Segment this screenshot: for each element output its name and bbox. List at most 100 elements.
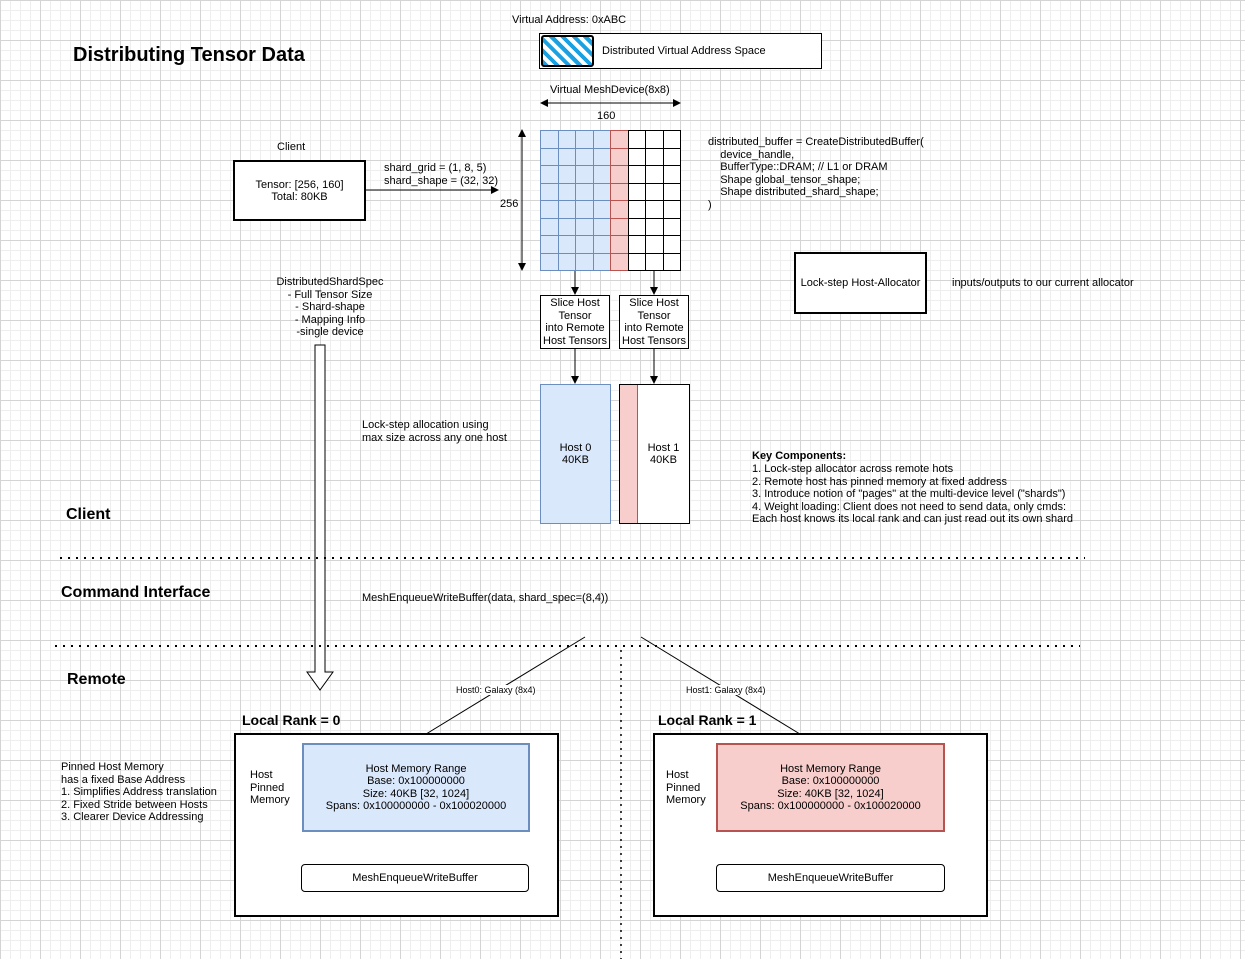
mesh-cell (645, 165, 664, 184)
client-caption: Client (277, 141, 306, 153)
mesh-height-label: 256 (500, 198, 519, 210)
command-text: MeshEnqueueWriteBuffer(data, shard_spec=… (362, 592, 609, 604)
mesh-cell (610, 235, 629, 254)
pinned-memory-note: Pinned Host Memory has a fixed Base Addr… (61, 761, 217, 823)
key-components-title: Key Components: (752, 450, 847, 462)
rank1-title: Local Rank = 1 (658, 712, 757, 728)
rank1-enqueue-button[interactable]: MeshEnqueueWriteBuffer (716, 864, 945, 892)
mesh-cell (610, 147, 629, 166)
mesh-cell (557, 147, 576, 166)
host0-box: Host 0 40KB (540, 384, 611, 524)
lockstep-allocator-box: Lock-step Host-Allocator (794, 252, 927, 314)
mesh-cell (627, 165, 646, 184)
page-title: Distributing Tensor Data (73, 44, 305, 66)
mesh-cell (540, 182, 559, 201)
mesh-cell (540, 252, 559, 271)
mesh-cell (575, 165, 594, 184)
mesh-cell (627, 252, 646, 271)
mesh-cell (592, 252, 611, 271)
mesh-cell (557, 200, 576, 219)
allocator-note: inputs/outputs to our current allocator (952, 277, 1134, 289)
rank1-memory-range: Host Memory Range Base: 0x100000000 Size… (716, 743, 945, 832)
mesh-cell (662, 200, 681, 219)
section-command-interface: Command Interface (61, 584, 211, 601)
mesh-cell (575, 200, 594, 219)
mesh-title: Virtual MeshDevice(8x8) (550, 84, 670, 96)
mesh-cell (592, 147, 611, 166)
host1-link-label: Host1: Galaxy (8x4) (686, 685, 766, 695)
mesh-cell (627, 147, 646, 166)
mesh-cell (540, 130, 559, 149)
mesh-cell (575, 147, 594, 166)
mesh-cell (627, 182, 646, 201)
mesh-width-label: 160 (597, 110, 616, 122)
mesh-cell (540, 200, 559, 219)
mesh-cell (627, 217, 646, 236)
mesh-cell (662, 165, 681, 184)
host0-link-label: Host0: Galaxy (8x4) (456, 685, 536, 695)
client-tensor-box: Tensor: [256, 160] Total: 80KB (233, 160, 366, 221)
virtual-address-space-label: Distributed Virtual Address Space (602, 45, 766, 57)
mesh-cell (627, 130, 646, 149)
mesh-cell (662, 147, 681, 166)
mesh-cell (610, 217, 629, 236)
mesh-cell (662, 235, 681, 254)
mesh-cell (540, 235, 559, 254)
rank0-container: Host Pinned Memory Host Memory Range Bas… (234, 733, 559, 917)
lockstep-note: Lock-step allocation using max size acro… (362, 419, 507, 444)
shard-spec-text: DistributedShardSpec - Full Tensor Size … (276, 276, 384, 338)
mesh-cell (575, 235, 594, 254)
rank0-enqueue-button[interactable]: MeshEnqueueWriteBuffer (301, 864, 529, 892)
virtual-address-space-box: Distributed Virtual Address Space (539, 33, 822, 69)
mesh-cell (592, 165, 611, 184)
host1-label: Host 1 40KB (647, 441, 680, 467)
mesh-cell (627, 200, 646, 219)
mesh-cell (662, 182, 681, 201)
mesh-cell (575, 217, 594, 236)
mesh-cell (610, 165, 629, 184)
mesh-cell (645, 235, 664, 254)
shard-params: shard_grid = (1, 8, 5) shard_shape = (32… (384, 162, 499, 187)
rank1-side-label: Host Pinned Memory (666, 769, 706, 806)
mesh-cell (610, 182, 629, 201)
rank1-container: Host Pinned Memory Host Memory Range Bas… (653, 733, 988, 917)
virtual-address-label: Virtual Address: 0xABC (512, 14, 627, 26)
mesh-cell (575, 130, 594, 149)
mesh-cell (540, 147, 559, 166)
slice-box-host1: Slice Host Tensor into Remote Host Tenso… (619, 295, 689, 349)
mesh-cell (645, 130, 664, 149)
mesh-cell (610, 252, 629, 271)
slice-box-host0: Slice Host Tensor into Remote Host Tenso… (540, 295, 610, 349)
mesh-cell (557, 217, 576, 236)
striped-address-block (541, 35, 594, 67)
mesh-cell (592, 217, 611, 236)
shard-spec-flow-arrow (306, 344, 334, 691)
section-remote: Remote (67, 671, 126, 688)
mesh-cell (557, 130, 576, 149)
host1-red-shard (620, 385, 638, 523)
mesh-cell (662, 252, 681, 271)
mesh-device-grid (540, 130, 681, 271)
mesh-cell (557, 252, 576, 271)
mesh-cell (592, 130, 611, 149)
mesh-cell (645, 147, 664, 166)
mesh-cell (592, 235, 611, 254)
mesh-cell (610, 130, 629, 149)
rank0-memory-range: Host Memory Range Base: 0x100000000 Size… (302, 743, 530, 832)
mesh-cell (610, 200, 629, 219)
code-snippet: distributed_buffer = CreateDistributedBu… (708, 136, 924, 211)
section-client: Client (66, 506, 111, 523)
mesh-cell (557, 165, 576, 184)
mesh-cell (645, 252, 664, 271)
mesh-cell (557, 235, 576, 254)
mesh-cell (540, 217, 559, 236)
mesh-cell (645, 217, 664, 236)
mesh-cell (627, 235, 646, 254)
rank0-title: Local Rank = 0 (242, 712, 341, 728)
rank0-side-label: Host Pinned Memory (250, 769, 290, 806)
mesh-cell (645, 200, 664, 219)
mesh-cell (662, 130, 681, 149)
mesh-cell (557, 182, 576, 201)
mesh-cell (592, 182, 611, 201)
key-components-list: 1. Lock-step allocator across remote hot… (752, 463, 1074, 525)
